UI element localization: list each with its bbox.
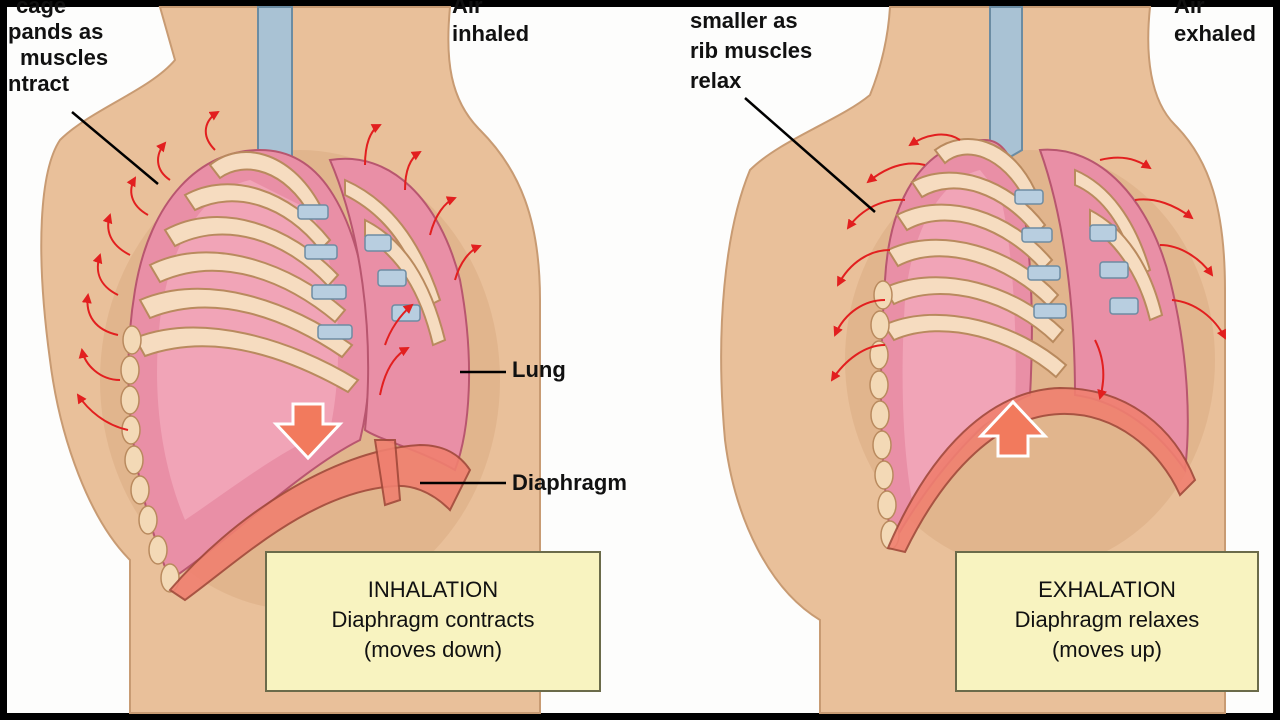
air-inhaled-label: Air inhaled	[452, 0, 529, 47]
right-trachea	[990, 7, 1022, 160]
inhalation-title: INHALATION	[267, 575, 599, 605]
right-rib-note-line2: rib muscles	[690, 38, 812, 64]
left-rib-note-line3: muscles	[8, 45, 108, 71]
exhalation-line2: (moves up)	[957, 635, 1257, 665]
exhalation-caption: EXHALATION Diaphragm relaxes (moves up)	[955, 551, 1259, 692]
diaphragm-label: Diaphragm	[512, 470, 627, 496]
left-trachea	[258, 7, 292, 170]
left-rib-note-line4: ntract	[8, 71, 108, 97]
left-rib-note-line1: cage	[8, 0, 108, 19]
inhalation-line2: (moves down)	[267, 635, 599, 665]
air-inhaled-line2: inhaled	[452, 21, 529, 47]
exhalation-line1: Diaphragm relaxes	[957, 605, 1257, 635]
air-exhaled-label: Air exhaled	[1174, 0, 1256, 47]
right-rib-note-line3: relax	[690, 68, 812, 94]
right-rib-note-line1: smaller as	[690, 8, 812, 34]
inhalation-line1: Diaphragm contracts	[267, 605, 599, 635]
air-exhaled-line1: Air	[1174, 0, 1256, 19]
inhalation-caption: INHALATION Diaphragm contracts (moves do…	[265, 551, 601, 692]
air-inhaled-line1: Air	[452, 0, 529, 19]
air-exhaled-line2: exhaled	[1174, 21, 1256, 47]
left-rib-note: cage pands as muscles ntract	[8, 0, 108, 97]
exhalation-title: EXHALATION	[957, 575, 1257, 605]
right-rib-note: smaller as rib muscles relax	[690, 8, 812, 94]
lung-label: Lung	[512, 357, 566, 383]
left-rib-note-line2: pands as	[8, 19, 108, 45]
